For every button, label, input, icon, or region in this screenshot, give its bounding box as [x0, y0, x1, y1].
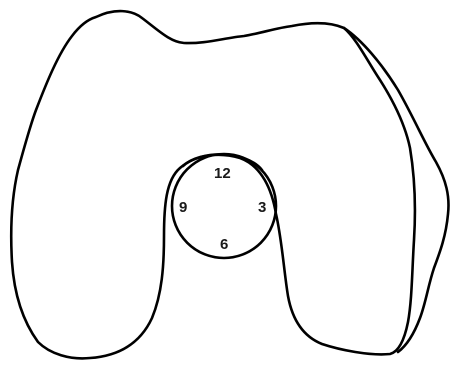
clock-label-6: 6 [220, 236, 228, 253]
femoral-condyle-outline [11, 11, 415, 358]
clock-label-12: 12 [214, 165, 231, 182]
medial-condyle-outline [344, 28, 449, 352]
clock-label-9: 9 [179, 199, 187, 216]
clock-label-3: 3 [258, 199, 266, 216]
